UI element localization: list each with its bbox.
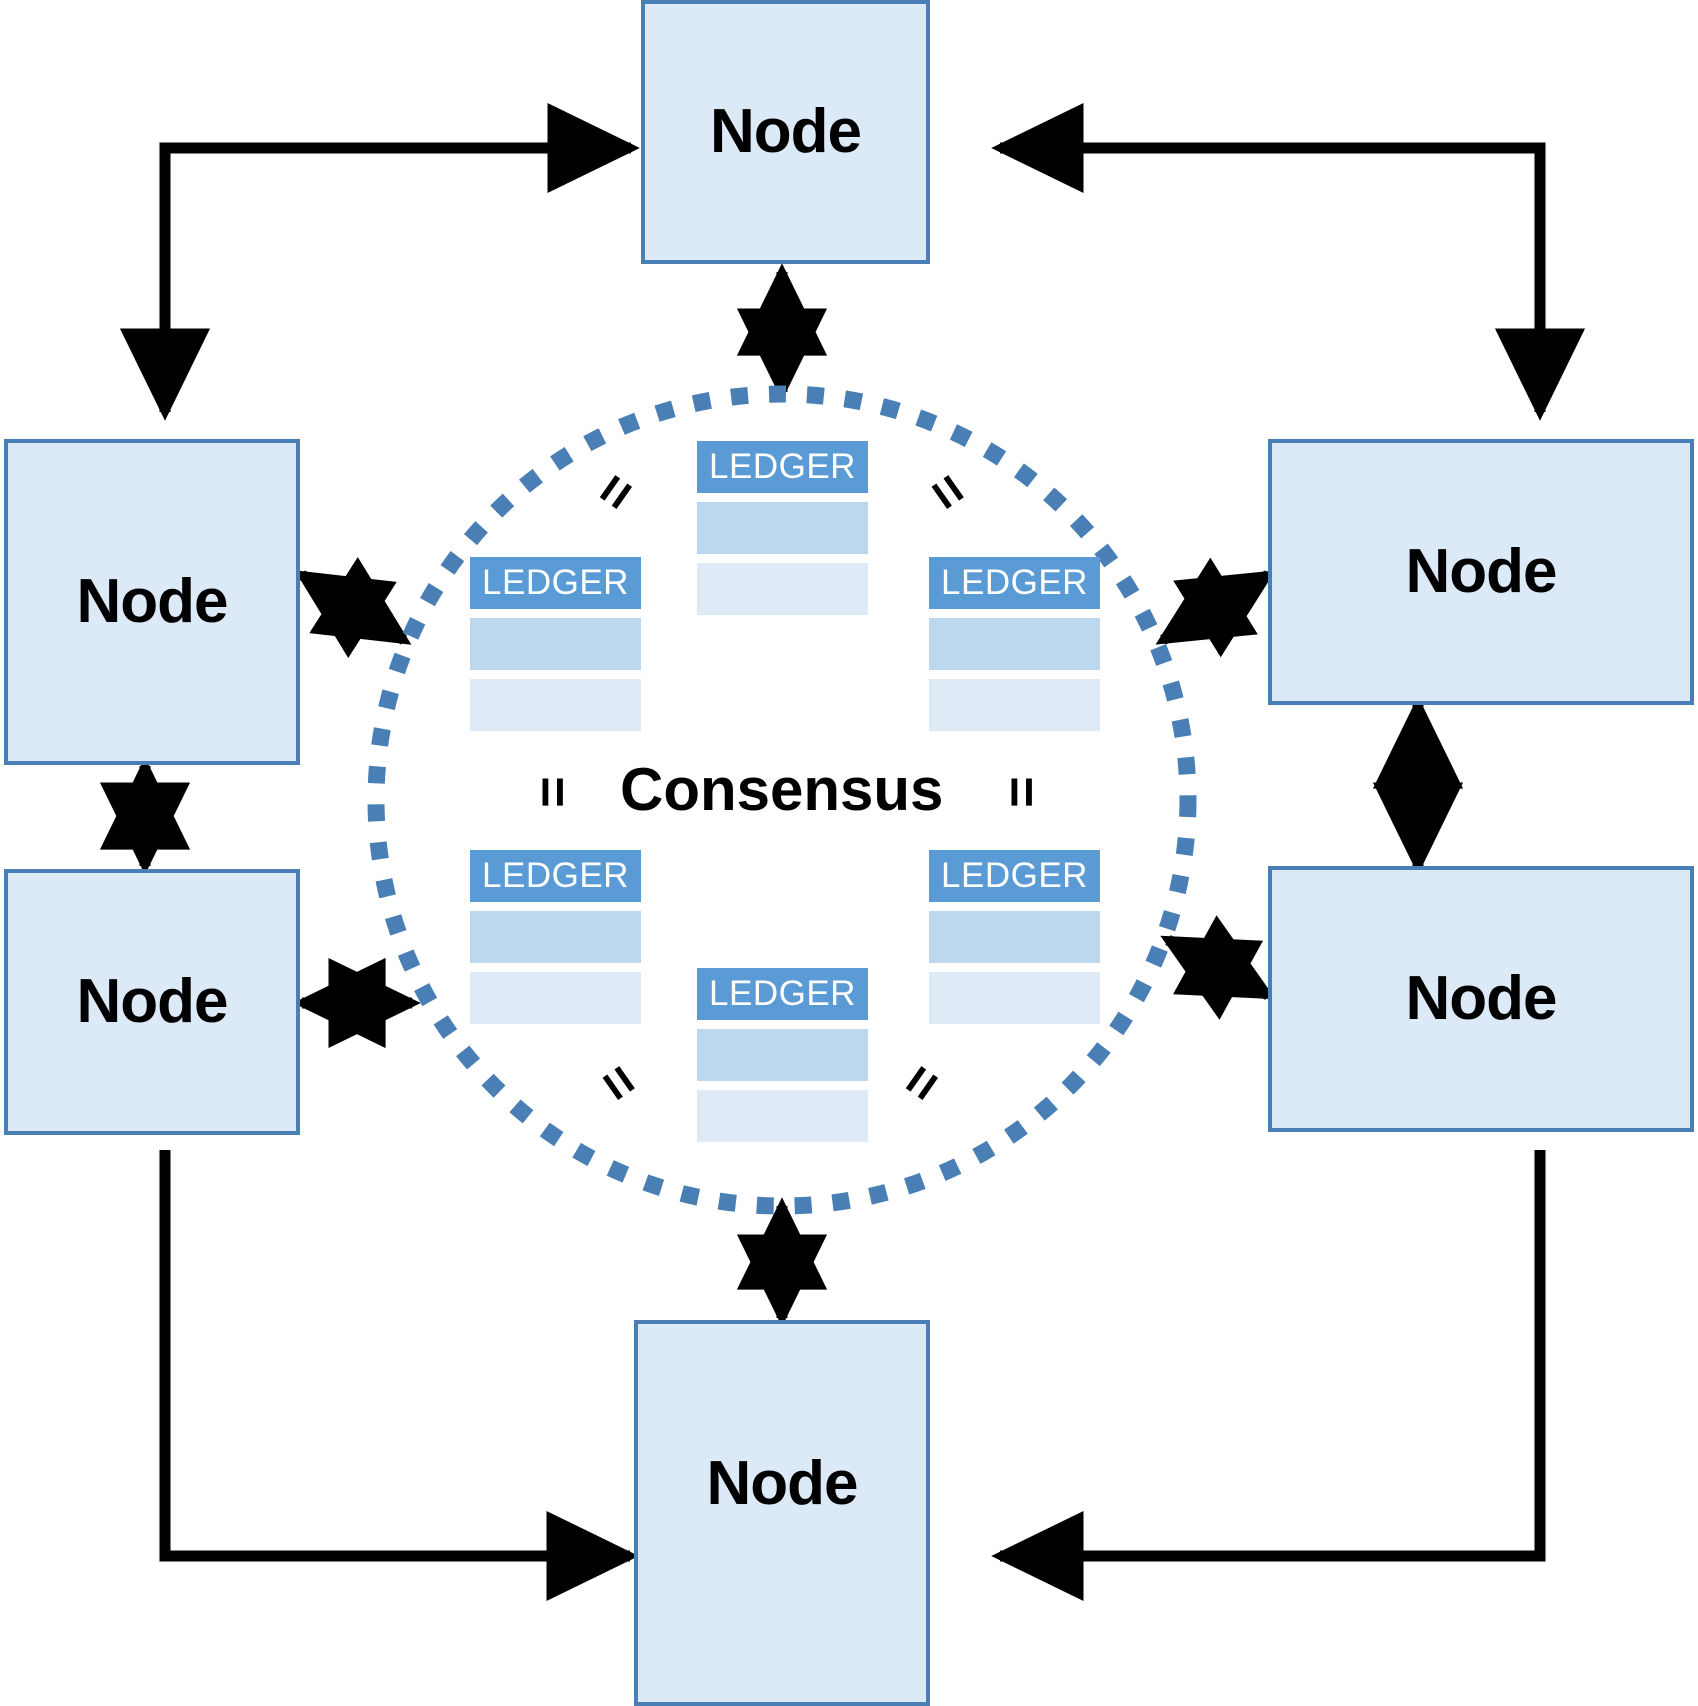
perimeter-arrow-top-right — [991, 102, 1586, 421]
ledger-top-header: LEDGER — [697, 441, 868, 493]
node-left-lower[interactable]: Node — [4, 869, 300, 1135]
node-bottom-label: Node — [706, 1449, 859, 1518]
ledger-upper-right-bar-mid — [929, 618, 1100, 670]
ledger-upper-left[interactable]: LEDGER — [470, 557, 641, 731]
ledger-top[interactable]: LEDGER — [697, 441, 868, 615]
ledger-upper-left-bar-mid — [470, 618, 641, 670]
ledger-lower-left-bar-mid — [470, 911, 641, 963]
node-left-upper[interactable]: Node — [4, 439, 300, 765]
ledger-lower-right-bar-light — [929, 972, 1100, 1024]
ledger-upper-right-header: LEDGER — [929, 557, 1100, 609]
ledger-bottom-bar-light — [697, 1090, 868, 1142]
perimeter-arrow-top-left — [119, 102, 640, 421]
ledger-upper-right-bar-light — [929, 679, 1100, 731]
ledger-lower-right[interactable]: LEDGER — [929, 850, 1100, 1024]
node-top-label: Node — [710, 97, 862, 166]
node-left-lower-label: Node — [76, 967, 229, 1036]
equals-mid-left-icon: = — [522, 776, 583, 808]
ledger-lower-left-header: LEDGER — [470, 850, 641, 902]
ledger-bottom[interactable]: LEDGER — [697, 968, 868, 1142]
perimeter-arrow-bottom-right — [991, 1150, 1546, 1602]
ledger-bottom-header: LEDGER — [697, 968, 868, 1020]
ledger-lower-left[interactable]: LEDGER — [470, 850, 641, 1024]
double-arrow-right-upper-diagonal — [1155, 557, 1276, 658]
ledger-upper-left-bar-light — [470, 679, 641, 731]
ledger-bottom-bar-mid — [697, 1029, 868, 1081]
node-right-upper-label: Node — [1405, 537, 1558, 606]
ledger-lower-left-bar-light — [470, 972, 641, 1024]
node-left-upper-label: Node — [76, 567, 229, 636]
double-arrow-left-upper-diagonal — [294, 557, 412, 658]
ledger-lower-right-bar-mid — [929, 911, 1100, 963]
perimeter-arrow-bottom-left — [159, 1150, 639, 1602]
double-arrow-right-lower-diagonal — [1160, 915, 1276, 1020]
consensus-label: Consensus — [620, 756, 944, 823]
ledger-top-bar-light — [697, 563, 868, 615]
equals-mid-right-icon: = — [991, 776, 1052, 808]
ledger-upper-right[interactable]: LEDGER — [929, 557, 1100, 731]
node-bottom[interactable]: Node — [634, 1320, 930, 1706]
ledger-top-bar-mid — [697, 502, 868, 554]
ledger-lower-right-header: LEDGER — [929, 850, 1100, 902]
ledger-upper-left-header: LEDGER — [470, 557, 641, 609]
consensus-circle — [367, 385, 1197, 1215]
node-right-lower[interactable]: Node — [1268, 866, 1694, 1132]
node-top[interactable]: Node — [641, 0, 930, 264]
node-right-lower-label: Node — [1405, 964, 1558, 1033]
node-right-upper[interactable]: Node — [1268, 439, 1694, 705]
